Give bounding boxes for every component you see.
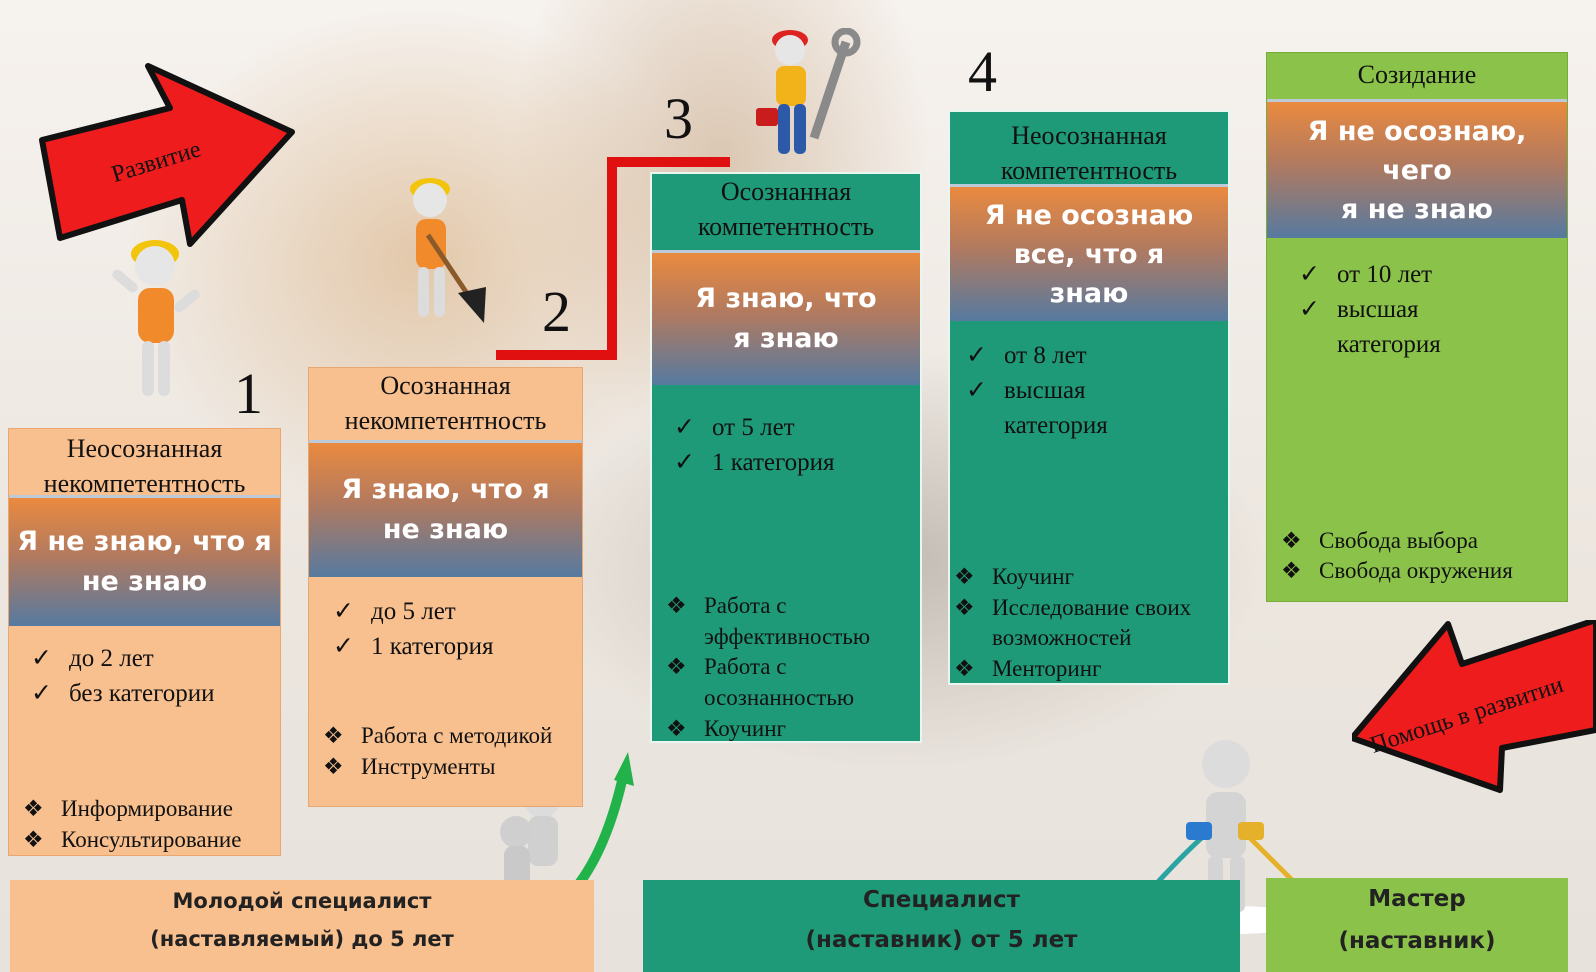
check-item: категория — [1004, 412, 1108, 439]
check-icon: ✓ — [966, 377, 987, 404]
diamond-bullet-icon: ❖ — [954, 656, 975, 681]
diamond-bullet-icon: ❖ — [23, 827, 44, 852]
bullet-item: эффективностью — [704, 624, 871, 649]
check-item: ✓от 8 лет — [966, 338, 1087, 373]
bullet-item: ❖Коучинг — [666, 711, 786, 746]
footer-line: Специалист — [863, 887, 1020, 913]
stage-title: Созидание — [1267, 57, 1567, 92]
check-icon: ✓ — [1299, 296, 1320, 323]
help-arrow: Помощь в развитии — [1352, 620, 1596, 793]
footer-line: Молодой специалист — [172, 889, 432, 913]
diamond-bullet-icon: ❖ — [954, 564, 975, 589]
stage-number-2: 2 — [542, 279, 571, 344]
stage-title-line: Неосознанная — [1011, 121, 1167, 150]
footer-master: Мастер (наставник) — [1266, 878, 1568, 972]
check-icon: ✓ — [31, 680, 52, 707]
stair-line — [496, 157, 730, 360]
check-icon: ✓ — [674, 449, 695, 476]
check-item: ✓без категории — [31, 676, 215, 711]
footer-line: (наставляемый) до 5 лет — [150, 927, 454, 951]
bullet-item: возможностей — [992, 625, 1132, 650]
diamond-bullet-icon: ❖ — [1281, 528, 1302, 553]
stage-title: Осознанная некомпетентность — [309, 368, 582, 438]
stage-title-line: Созидание — [1357, 60, 1477, 89]
bullet-item: ❖Исследование своих — [954, 590, 1191, 625]
development-arrow: Развитие — [39, 63, 295, 247]
diamond-bullet-icon: ❖ — [23, 796, 44, 821]
bullet-item: ❖Работа с — [666, 588, 786, 623]
check-item: категория — [1337, 331, 1441, 358]
bullet-item: ❖Менторинг — [954, 651, 1101, 686]
bullet-item: ❖Инструменты — [323, 749, 495, 784]
bullet-item: ❖Информирование — [23, 791, 233, 826]
stage-title-line: Неосознанная — [66, 434, 223, 463]
stage-2-card: Осознанная некомпетентность Я знаю, что … — [308, 367, 583, 807]
stage-title: Осознанная компетентность — [652, 174, 920, 244]
stage-band: Я знаю, что я знаю — [652, 250, 920, 385]
stage-5-card: Созидание Я не осознаю, чего я не знаю ✓… — [1266, 52, 1568, 602]
check-item: ✓1 категория — [674, 445, 835, 480]
bullet-item: ❖Свобода окружения — [1281, 553, 1513, 588]
check-icon: ✓ — [1299, 261, 1320, 288]
diamond-bullet-icon: ❖ — [666, 654, 687, 679]
stage-title-line: компетентность — [1000, 156, 1178, 185]
bullet-item: ❖Работа с — [666, 649, 786, 684]
footer-specialist: Специалист (наставник) от 5 лет — [643, 880, 1240, 972]
stage-number-3: 3 — [664, 86, 693, 151]
footer-line: (наставник) — [1338, 928, 1496, 954]
stage-band: Я не знаю, что я не знаю — [9, 495, 280, 626]
stage-title-line: Осознанная — [720, 177, 852, 206]
check-item: ✓от 5 лет — [674, 410, 795, 445]
stage-title-line: компетентность — [697, 212, 875, 241]
diamond-bullet-icon: ❖ — [666, 593, 687, 618]
check-item: ✓от 10 лет — [1299, 257, 1432, 292]
stage-title-line: Осознанная — [380, 371, 511, 400]
stage-4-card: Неосознанная компетентность Я не осознаю… — [948, 110, 1230, 685]
check-icon: ✓ — [966, 342, 987, 369]
diamond-bullet-icon: ❖ — [323, 723, 344, 748]
bullet-item: осознанностью — [704, 685, 855, 710]
bullet-item: ❖Работа с методикой — [323, 718, 552, 753]
bullet-item: ❖Консультирование — [23, 822, 241, 857]
stage-number-1: 1 — [234, 361, 263, 426]
digger-figure — [410, 178, 486, 323]
diamond-bullet-icon: ❖ — [954, 595, 975, 620]
stage-3-card: Осознанная компетентность Я знаю, что я … — [650, 172, 922, 743]
diamond-bullet-icon: ❖ — [323, 754, 344, 779]
stage-title-line: некомпетентность — [43, 469, 246, 498]
mechanic-figure — [756, 28, 861, 154]
check-item: ✓1 категория — [333, 629, 494, 664]
stage-band: Я знаю, что я не знаю — [309, 440, 582, 577]
stage-number-4: 4 — [968, 39, 997, 104]
check-item: ✓до 2 лет — [31, 641, 154, 676]
stage-title-line: некомпетентность — [344, 406, 547, 435]
check-item: ✓до 5 лет — [333, 594, 456, 629]
footer-young-specialist: Молодой специалист (наставляемый) до 5 л… — [10, 880, 594, 972]
check-icon: ✓ — [674, 414, 695, 441]
check-item: ✓высшая — [966, 373, 1086, 408]
footer-line: Мастер — [1368, 886, 1466, 912]
stage-title: Неосознанная некомпетентность — [9, 431, 280, 501]
stage-band: Я не осознаю, чего я не знаю — [1267, 99, 1567, 238]
stage-title: Неосознанная компетентность — [950, 118, 1228, 188]
footer-line: (наставник) от 5 лет — [805, 927, 1078, 953]
stage-1-card: Неосознанная некомпетентность Я не знаю,… — [8, 428, 281, 856]
check-icon: ✓ — [333, 633, 354, 660]
check-icon: ✓ — [31, 645, 52, 672]
check-item: ✓высшая — [1299, 292, 1419, 327]
diamond-bullet-icon: ❖ — [1281, 558, 1302, 583]
stage-band: Я не осознаю все, что я знаю — [950, 184, 1228, 321]
worker-figure — [112, 240, 200, 396]
bullet-item: ❖Коучинг — [954, 559, 1074, 594]
bullet-item: ❖Свобода выбора — [1281, 523, 1478, 558]
diamond-bullet-icon: ❖ — [666, 716, 687, 741]
check-icon: ✓ — [333, 598, 354, 625]
